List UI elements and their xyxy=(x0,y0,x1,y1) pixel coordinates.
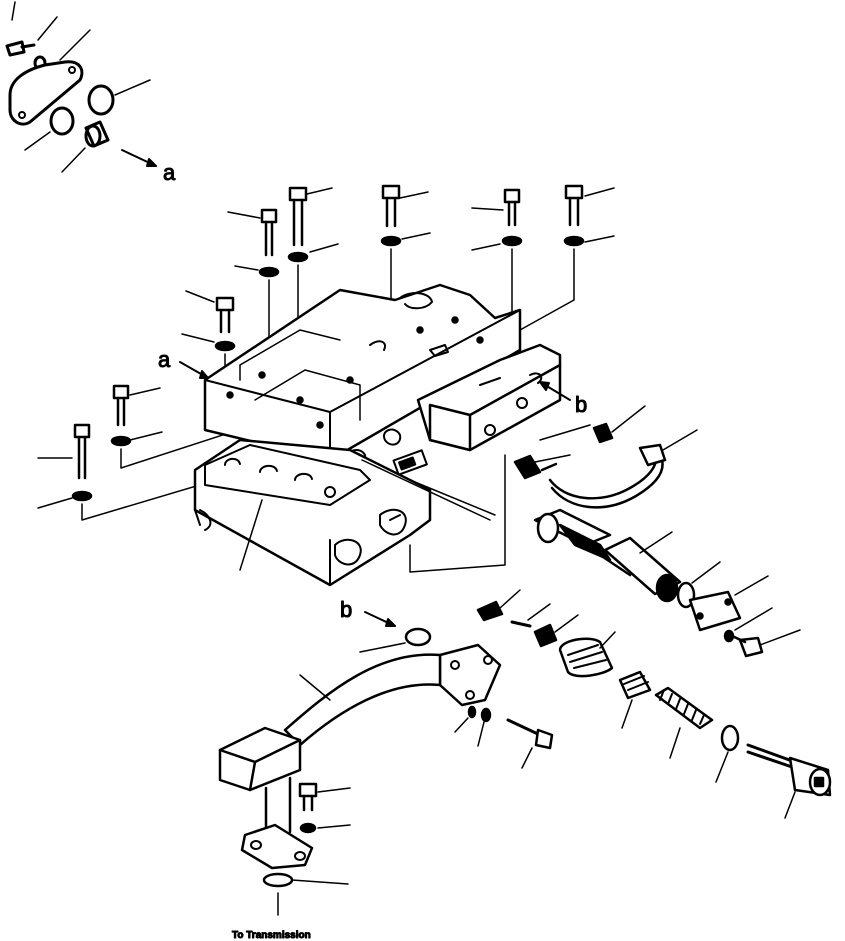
callout-a-upper: a xyxy=(163,160,176,185)
pipe-o-ring xyxy=(404,627,432,647)
pipe-flange xyxy=(438,643,502,707)
bolt-6 xyxy=(181,290,236,393)
pipe-assembly xyxy=(513,429,698,509)
top-bolts xyxy=(37,184,615,521)
valve-body xyxy=(193,283,562,587)
flange-washer xyxy=(299,822,317,834)
spring-parts xyxy=(476,589,832,819)
connector-lines xyxy=(361,424,591,573)
bolt-1 xyxy=(227,208,280,366)
pipe-washer-2 xyxy=(480,707,492,723)
callout-b-lower: b xyxy=(340,597,352,622)
cover-plate xyxy=(8,60,84,126)
flange-bolt xyxy=(298,782,351,812)
cover-leader-lines xyxy=(11,1,151,173)
cover-bolt xyxy=(5,40,36,57)
small-spring xyxy=(476,589,521,622)
plug-o-ring xyxy=(720,724,740,752)
pipe-washer-1 xyxy=(467,705,477,719)
callout-b-right: b xyxy=(575,392,587,417)
spool-o-ring xyxy=(676,581,696,609)
right-fittings xyxy=(361,381,698,573)
caption-to-transmission: To Transmission xyxy=(232,930,311,941)
arrow-b-lower xyxy=(364,611,396,627)
small-cap xyxy=(533,614,579,648)
arrow-a-mid xyxy=(179,361,209,379)
arrow-a-upper xyxy=(121,149,157,167)
callout-a-mid: a xyxy=(158,347,171,372)
plug-fitting xyxy=(592,405,646,444)
suction-pipe-assembly xyxy=(218,611,554,916)
cover-o-ring-large xyxy=(87,84,115,116)
pipe-tube xyxy=(283,653,442,747)
retainer-bolt xyxy=(728,629,801,658)
shim-stack xyxy=(618,670,652,729)
retainer-plate xyxy=(688,575,769,632)
large-spring xyxy=(558,631,616,678)
pin xyxy=(510,603,551,628)
arrow-b-right xyxy=(539,381,571,401)
bolt-5 xyxy=(519,184,615,331)
bottom-flange xyxy=(240,823,314,870)
cover-o-ring-small xyxy=(49,106,75,136)
adjusting-plug xyxy=(746,743,832,819)
cover-assembly xyxy=(5,1,157,173)
spool xyxy=(533,508,632,577)
bolt-8 xyxy=(37,423,251,521)
cover-plug xyxy=(84,120,110,148)
spool-assembly xyxy=(533,508,801,658)
long-spring xyxy=(654,686,714,759)
bottom-o-ring xyxy=(262,872,294,888)
sleeve xyxy=(603,531,682,603)
bolt-4 xyxy=(471,188,523,319)
pipe-bolt xyxy=(506,718,554,769)
